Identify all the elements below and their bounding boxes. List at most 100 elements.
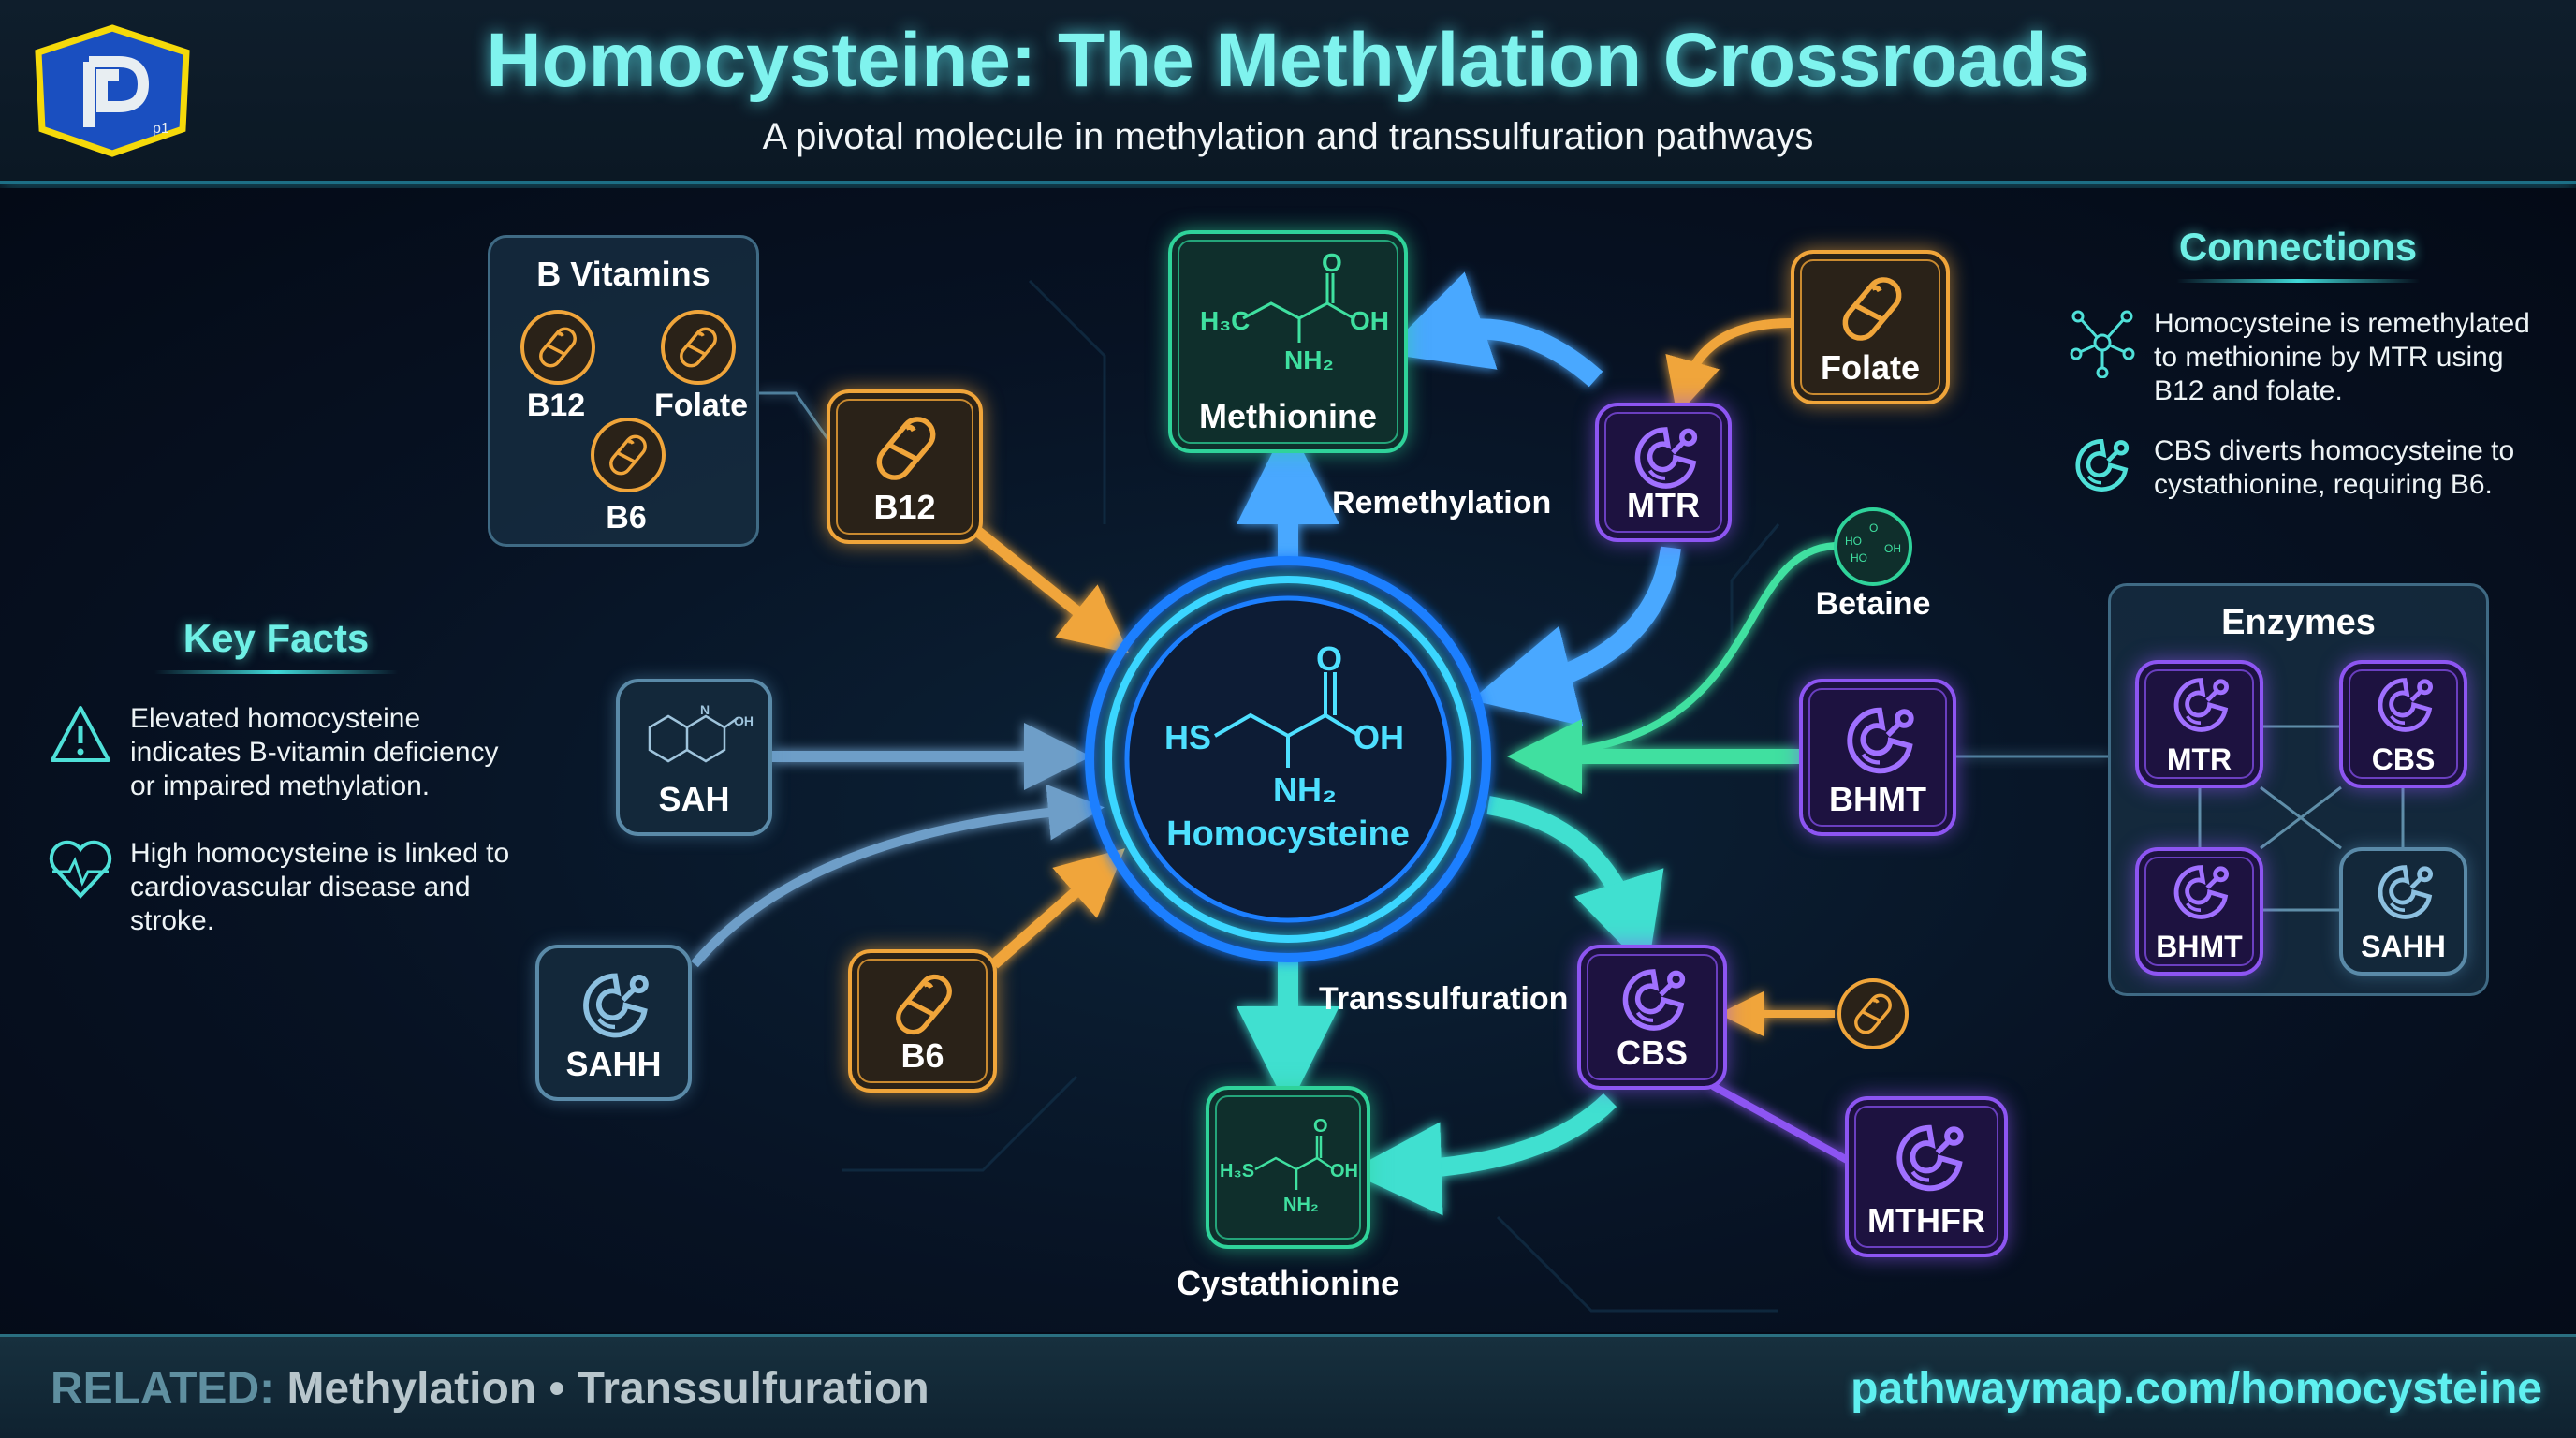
node-bhmt-label: BHMT [1829,780,1926,818]
svg-text:O: O [1316,646,1342,678]
svg-text:N: N [700,702,710,717]
enzyme-icon [2371,858,2438,926]
b6-pill-icon[interactable] [589,416,667,494]
key-facts-title: Key Facts [136,616,417,674]
enzyme-icon [575,965,655,1046]
enzyme-panel-sahh-label: SAHH [2361,930,2446,963]
svg-text:p1: p1 [153,121,169,137]
connection-2: CBS diverts homocysteine to cystathionin… [2154,435,2515,500]
circuit-background [842,279,1780,1313]
enzyme-icon [2371,671,2438,739]
enzyme-panel-cbs-label: CBS [2371,742,2436,776]
enzyme-panel-bhmt-label: BHMT [2156,930,2243,963]
node-cbs-label: CBS [1616,1034,1688,1072]
arrow-mtr-homocysteine [1471,546,1681,726]
header: p1 Homocysteine: The Methylation Crossro… [0,0,2576,184]
related-label: RELATED: [51,1364,275,1414]
node-b12[interactable]: B12 [827,389,983,544]
betaine-label: Betaine [1815,586,1931,622]
svg-text:HO: HO [1845,535,1862,548]
enzyme-links [2198,725,2405,912]
arrow-b12-homocysteine [974,527,1130,653]
b12-pill-icon[interactable] [519,308,597,387]
pill-icon [887,968,960,1041]
b-vitamins-panel: B Vitamins B12 Folate B6 [488,235,759,547]
heart-pulse-icon [49,840,112,899]
connections-title: Connections [2153,225,2443,283]
enzyme-icon [2069,433,2134,498]
arrow-folate-mtr [1665,318,1792,416]
footer: RELATED: Methylation • Transsulfuration … [0,1334,2576,1438]
node-b6-label: B6 [900,1036,944,1075]
arrow-mtr-methionine [1383,271,1603,388]
svg-text:HO: HO [1851,551,1867,565]
node-mthfr-label: MTHFR [1867,1201,1985,1240]
cystathionine-structure: H₃S O OH NH₂ [1220,1116,1358,1215]
svg-text:H₃S: H₃S [1220,1161,1254,1181]
warning-icon [51,706,110,762]
cystathionine-label: Cystathionine [1176,1264,1400,1302]
node-folate[interactable]: Folate [1791,250,1950,404]
page-title: Homocysteine: The Methylation Crossroads [486,18,2090,103]
node-folate-label: Folate [1820,348,1920,387]
homocysteine-structure: HS O OH NH₂ [1164,646,1404,809]
arrow-cbs-cystathionine [1348,1093,1617,1216]
source-url[interactable]: pathwaymap.com/homocysteine [1851,1364,2542,1414]
logo[interactable]: p1 [33,24,192,157]
enzymes-title: Enzymes [2221,603,2376,642]
link-bvitamins-b12 [759,391,830,441]
link-cbs-mthfr [1711,1082,1851,1165]
node-bhmt[interactable]: BHMT [1799,679,1956,836]
pill-icon [1834,271,1910,347]
remethylation-label: Remethylation [1332,485,1552,521]
arrow-betaine-homocysteine [1544,542,1836,757]
page-subtitle: A pivotal molecule in methylation and tr… [762,116,1814,157]
homocysteine-label: Homocysteine [1166,814,1410,854]
svg-text:H₃C: H₃C [1200,306,1250,335]
enzyme-panel-sahh[interactable]: SAHH [2339,847,2467,976]
connection-1: Homocysteine is remethylated to methioni… [2154,308,2530,406]
node-sah[interactable]: N OH SAH [616,679,772,836]
key-fact-1: Elevated homocysteine indicates B-vitami… [130,703,499,801]
svg-text:O: O [1322,253,1342,277]
b-vitamin-b6-label: B6 [606,500,647,536]
svg-text:O: O [1869,521,1878,535]
enzyme-panel-cbs[interactable]: CBS [2339,660,2467,788]
svg-text:OH: OH [734,713,754,728]
key-fact-2: High homocysteine is linked to cardiovas… [130,838,510,936]
pill-icon [868,410,944,487]
node-mthfr[interactable]: MTHFR [1845,1096,2008,1257]
node-cystathionine[interactable]: H₃S O OH NH₂ [1206,1086,1370,1249]
node-sah-label: SAH [658,780,730,818]
arrow-b6-homocysteine [990,848,1125,969]
enzymes-panel: Enzymes MTR CBS BHMT SAHH [2108,583,2489,996]
folate-pill-icon[interactable] [659,308,738,387]
b-vitamin-folate-label: Folate [653,388,749,423]
node-mtr-label: MTR [1627,486,1700,524]
enzyme-icon [2167,671,2234,739]
svg-text:O: O [1313,1116,1328,1137]
enzyme-icon [1838,699,1921,782]
svg-text:NH₂: NH₂ [1283,1195,1319,1215]
arrow-sahh-homocysteine [691,784,1105,968]
node-b6[interactable]: B6 [848,949,997,1093]
b6-cofactor-pill-icon[interactable] [1836,976,1910,1051]
node-cbs[interactable]: CBS [1577,945,1727,1090]
enzyme-panel-bhmt[interactable]: BHMT [2135,847,2263,976]
enzyme-icon [1627,419,1704,496]
node-sahh[interactable]: SAHH [535,945,692,1101]
svg-text:HS: HS [1164,718,1211,756]
related-links[interactable]: RELATED: Methylation • Transsulfuration [51,1363,929,1415]
enzyme-panel-mtr[interactable]: MTR [2135,660,2263,788]
svg-text:NH₂: NH₂ [1273,770,1337,809]
related-topics[interactable]: Methylation • Transsulfuration [286,1364,929,1414]
node-betaine[interactable]: HO O OH HO [1832,506,1914,588]
svg-text:OH: OH [1884,542,1901,555]
svg-text:OH: OH [1330,1161,1358,1181]
node-mtr[interactable]: MTR [1595,403,1732,542]
sah-structure: N OH [648,702,754,763]
svg-text:OH: OH [1354,718,1404,756]
enzyme-panel-mtr-label: MTR [2166,742,2232,776]
